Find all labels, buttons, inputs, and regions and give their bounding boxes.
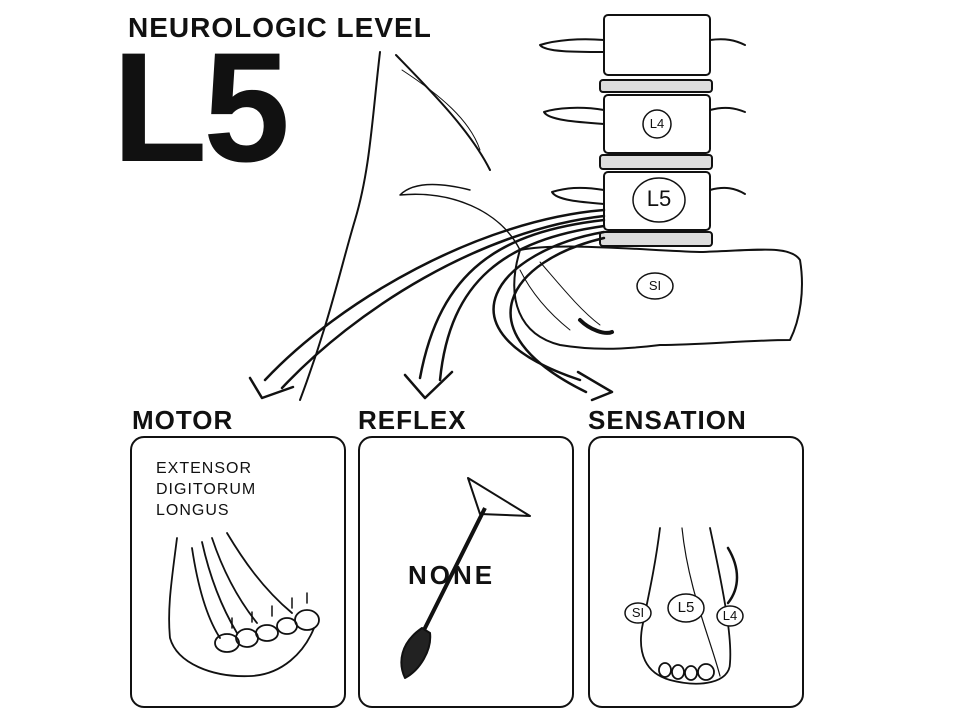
motor-muscle-line: LONGUS: [156, 502, 230, 519]
diagram-subtitle: NEUROLOGIC LEVEL: [128, 12, 432, 43]
dermatome-label-l5: L5: [677, 599, 695, 616]
reflex-value: NONE: [408, 560, 496, 590]
spine-pelvis-illustration: [248, 14, 803, 402]
foot-extensor-illustration: [168, 532, 320, 678]
motor-muscle-line: EXTENSOR: [156, 460, 253, 477]
sensation-heading: SENSATION: [588, 405, 747, 435]
diagram-level-title: L5: [112, 21, 290, 195]
foot-dermatome-illustration: [624, 527, 744, 685]
spine-label-l4: L4: [649, 116, 665, 131]
motor-muscle-name: EXTENSOR DIGITORUM LONGUS: [156, 458, 256, 521]
sensation-panel: SI L5 L4: [588, 436, 804, 708]
reflex-heading: REFLEX: [358, 405, 467, 435]
spine-label-l5: L5: [646, 186, 672, 211]
motor-muscle-line: DIGITORUM: [156, 481, 257, 498]
motor-heading: MOTOR: [132, 405, 234, 435]
reflex-panel: NONE: [358, 436, 574, 708]
dermatome-label-s1: SI: [631, 605, 645, 620]
reflex-hammer-icon: [400, 477, 531, 679]
motor-panel: EXTENSOR DIGITORUM LONGUS: [130, 436, 346, 708]
spine-label-s1: SI: [648, 278, 662, 293]
dermatome-label-l4: L4: [722, 608, 738, 623]
